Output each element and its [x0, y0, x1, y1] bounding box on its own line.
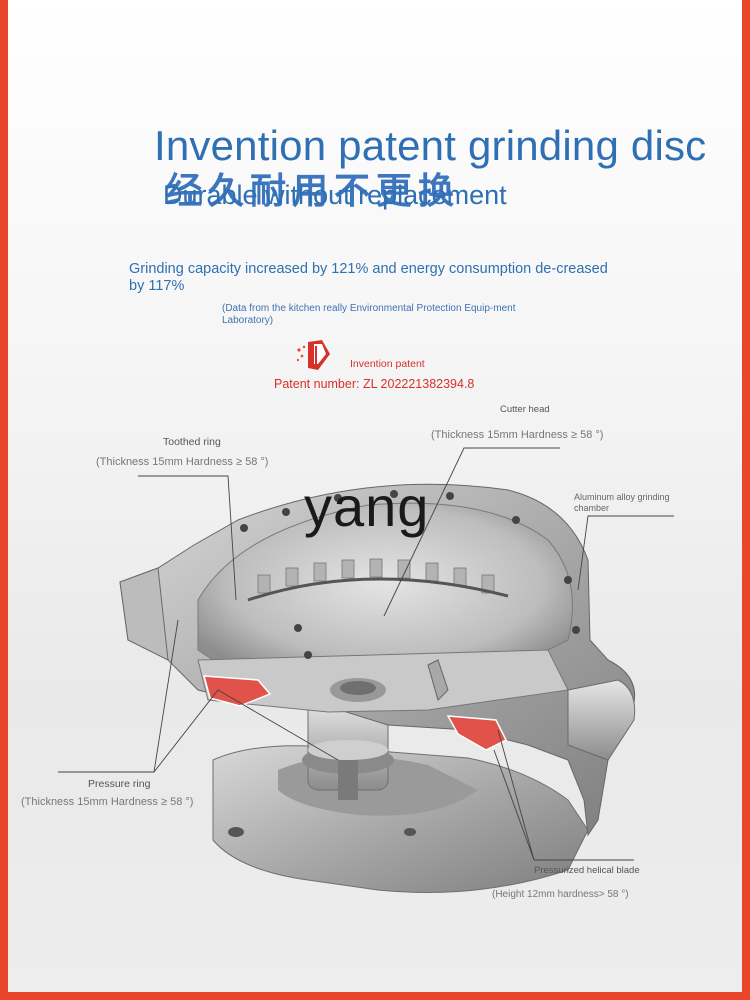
helical-blade-leader-2 [493, 749, 535, 861]
watermark-text: yang [304, 475, 430, 538]
helical-blade-label: Pressurized helical blade [534, 865, 640, 876]
data-source-note: (Data from the kitchen really Environmen… [222, 303, 516, 326]
helical-blade-spec: (Height 12mm hardness> 58 °) [492, 889, 629, 900]
shaft-column [302, 699, 394, 800]
product-panel: 经久耐用不更换 Invention patent grinding disc D… [8, 0, 742, 992]
grinding-disc-cutaway [58, 447, 674, 893]
toothed-ring-spec: (Thickness 15mm Hardness ≥ 58 °) [96, 456, 269, 468]
base-plate [212, 745, 589, 893]
pressure-ring-spec: (Thickness 15mm Hardness ≥ 58 °) [21, 796, 194, 808]
cutter-head-spec: (Thickness 15mm Hardness ≥ 58 °) [431, 429, 604, 441]
patent-flag-icon [296, 340, 330, 370]
chamber-leader [577, 515, 674, 591]
page-subtitle: Durable without replacement [163, 180, 507, 210]
cutter-head-leader [383, 447, 560, 617]
page-title: Invention patent grinding disc [154, 122, 707, 169]
toothed-ring-leader [138, 475, 237, 601]
pressure-ring-label: Pressure ring [88, 778, 151, 790]
chamber-label: Aluminum alloy grinding chamber [574, 492, 670, 513]
performance-claim: Grinding capacity increased by 121% and … [129, 261, 608, 294]
pressure-ring-leader-2 [153, 689, 339, 773]
helical-blade-left [202, 675, 272, 707]
patent-number: Patent number: ZL 202221382394.8 [274, 377, 475, 391]
cutter-head-label: Cutter head [500, 404, 550, 415]
toothed-ring-label: Toothed ring [163, 436, 221, 448]
ghost-heading: 经久耐用不更换 [166, 170, 461, 211]
housing [119, 483, 636, 837]
helical-blade-right [446, 715, 508, 751]
patent-label: Invention patent [350, 358, 425, 370]
helical-blade-leader [497, 729, 535, 861]
